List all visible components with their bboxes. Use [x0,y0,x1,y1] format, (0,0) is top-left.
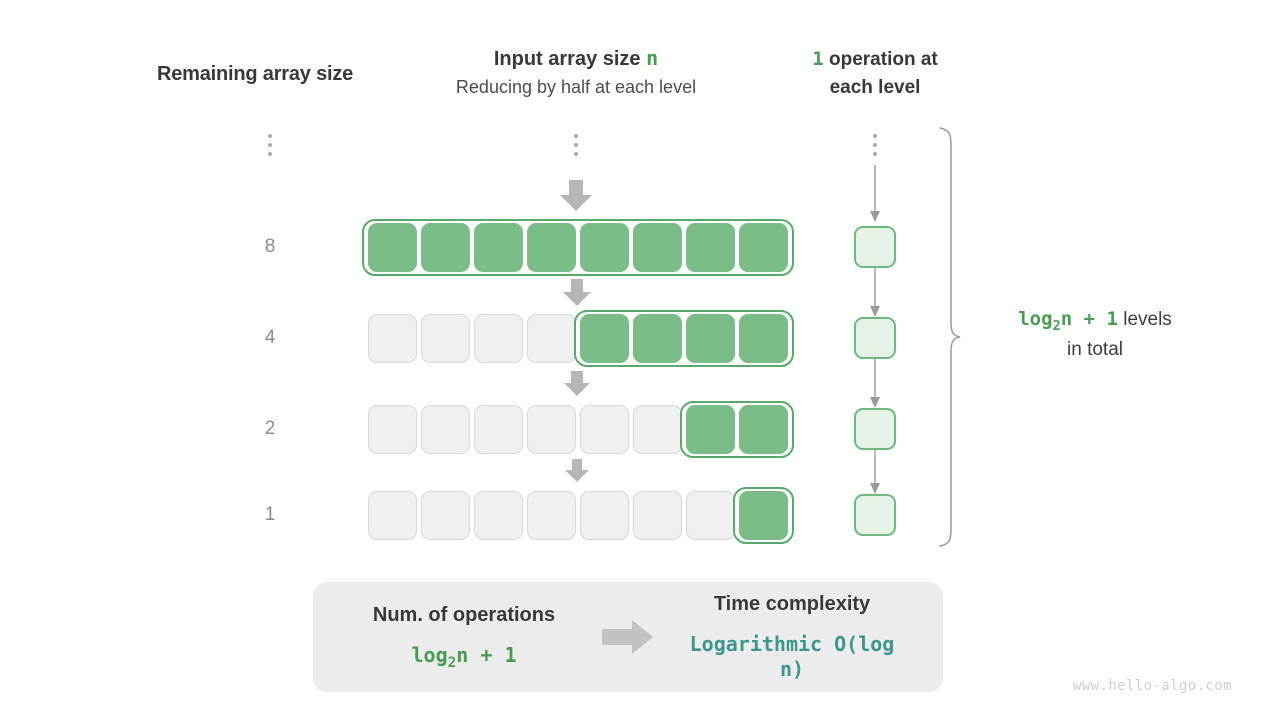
dot-icon [873,134,877,138]
split-arrow-down-2 [563,371,597,403]
row-size-label-0: 8 [264,236,276,257]
array-row-1 [366,314,790,363]
array-cell [368,491,417,540]
array-cell [527,491,576,540]
op-connector-arrow-2 [866,359,884,409]
array-cell [580,491,629,540]
row-size-label-3: 1 [264,504,276,525]
heading-input-subtitle: Reducing by half at each level [455,77,697,97]
levels-formula-sub: 2 [1052,317,1061,334]
array-cell [474,223,523,272]
heading-operation-per-level: 1 operation at each level [780,46,970,101]
array-cell [633,223,682,272]
op-connector-arrow-1 [866,268,884,318]
summary-formula-post: n + 1 [456,642,517,667]
array-cell [527,223,576,272]
array-cell [474,491,523,540]
array-cell [580,223,629,272]
levels-note-line2: in total [1067,339,1123,361]
operation-box-0 [854,226,896,268]
summary-complexity-title: Time complexity [713,592,871,615]
dot-icon [873,143,877,147]
dot-icon [268,143,272,147]
heading-input-array-size: Input array size n Reducing by half at e… [420,46,732,98]
dot-icon [268,134,272,138]
array-cell [527,405,576,454]
dot-icon [873,152,877,156]
array-cell [739,314,788,363]
operation-box-3 [854,494,896,536]
array-cell [421,491,470,540]
summary-formula-pre: log [411,642,448,667]
dot-icon [574,143,578,147]
dot-icon [268,152,272,156]
ellipsis-left [268,134,272,156]
summary-operations-formula: log2n + 1 [411,642,517,671]
heading-operation-count: 1 [812,48,824,70]
array-cell [686,491,735,540]
array-cell [474,314,523,363]
array-cell [739,223,788,272]
watermark: www.hello-algo.com [1073,678,1232,694]
array-cell [633,405,682,454]
heading-input-array-size-title: Input array size n [420,46,732,71]
summary-complexity-text: Logarithmic O(log n) [689,631,895,681]
split-arrow-down-3 [564,459,598,491]
ellipsis-middle [574,134,578,156]
array-cell [368,223,417,272]
summary-operations-title: Num. of operations [372,603,556,626]
array-cell [686,405,735,454]
array-cell [527,314,576,363]
operation-box-2 [854,408,896,450]
ellipsis-right [873,134,877,156]
levels-note-line1: log2n + 1 levels [980,305,1210,336]
op-connector-arrow-3 [866,450,884,495]
dot-icon [574,152,578,156]
heading-input-var: n [646,46,659,70]
array-cell [421,405,470,454]
summary-arrow [600,619,656,655]
levels-formula-pre: log [1018,308,1053,330]
summary-operations-column: Num. of operations log2n + 1 [349,604,579,671]
op-connector-arrow-0 [866,165,884,223]
array-cell [686,314,735,363]
levels-note-text1: levels [1117,309,1172,330]
array-cell [421,223,470,272]
arrow-right-icon [602,620,653,654]
array-cell [368,314,417,363]
split-arrow-down-1 [562,279,596,311]
levels-note: log2n + 1 levels in total [980,305,1210,365]
array-row-3 [366,491,790,540]
array-cell [739,491,788,540]
split-arrow-down-0 [559,180,593,212]
operation-box-1 [854,317,896,359]
row-size-label-2: 2 [264,418,276,439]
levels-formula-post: n + 1 [1060,308,1118,330]
array-cell [421,314,470,363]
row-size-label-1: 4 [264,327,276,348]
summary-panel: Num. of operations log2n + 1 Time comple… [313,582,943,692]
heading-operation-line2: each level [829,76,921,98]
array-cell [580,314,629,363]
array-cell [633,314,682,363]
array-cell [474,405,523,454]
summary-complexity-column: Time complexity Logarithmic O(log n) [677,593,907,682]
heading-operation-line1: 1 operation at [780,46,970,74]
heading-input-prefix: Input array size [493,48,647,70]
summary-complexity-value: Logarithmic O(log n) [677,632,907,682]
levels-formula: log2n + 1 [1018,308,1118,334]
array-cell [739,405,788,454]
array-cell [580,405,629,454]
heading-remaining-array-size: Remaining array size [157,63,354,85]
array-cell [368,405,417,454]
levels-brace [938,126,962,548]
dot-icon [574,134,578,138]
array-cell [686,223,735,272]
array-row-0 [366,223,790,272]
array-row-2 [366,405,790,454]
summary-operations-value: log2n + 1 [349,643,579,671]
summary-formula-sub: 2 [447,654,457,671]
heading-operation-rest: operation at [823,49,938,70]
array-cell [633,491,682,540]
